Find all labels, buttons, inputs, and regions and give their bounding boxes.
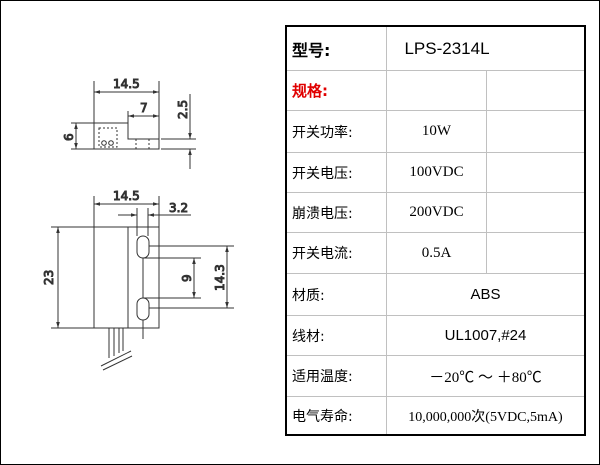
front-length-dim: 23 [42,270,56,285]
spec-row: 崩溃电压: 200VDC [287,192,584,232]
pin-circle [101,140,107,146]
top-view: 14.5 7 6 2.5 [62,77,196,169]
front-view-outline [93,226,160,329]
top-step-height-dim: 2.5 [176,100,190,119]
column-divider [486,193,487,232]
top-width-dim: 14.5 [113,77,140,91]
spec-label: 开关电流: [292,246,353,262]
spec-value: －20℃ ～ ＋80℃ [429,369,542,386]
pin-circle [108,140,114,146]
column-divider [486,71,487,110]
mounting-slot [136,297,150,321]
column-divider [386,397,387,434]
spec-value: 200VDC [409,204,464,220]
column-divider [386,356,387,396]
spec-value: 10,000,000次(5VDC,5mA) [408,409,563,425]
column-divider [486,111,487,152]
spec-value: ABS [470,286,501,303]
model-value: LPS-2314L [404,38,490,58]
spec-row: 适用温度: －20℃ ～ ＋80℃ [287,355,584,396]
spec-value: 100VDC [409,164,464,180]
slot-span-dim: 14.3 [213,264,227,291]
top-height-dim: 6 [62,133,76,141]
column-divider [386,27,387,70]
spec-table: 型号: LPS-2314L 规格: 开关功率: 10W 开关电压: 100VDC… [285,25,586,436]
spec-row: 开关电压: 100VDC [287,152,584,192]
column-divider [386,71,387,110]
technical-drawing: 14.5 7 6 2.5 14.5 3.2 23 [42,77,234,371]
top-step-dim: 7 [140,101,148,115]
column-divider [386,274,387,315]
spec-row-header: 规格: [287,70,584,110]
spec-label: 电气寿命: [292,408,353,425]
spec-value: UL1007,#24 [444,327,527,344]
column-divider [486,153,487,192]
spec-label: 线材: [292,328,325,345]
spec-row: 线材: UL1007,#24 [287,315,584,355]
mounting-slot [136,235,150,259]
column-divider [386,193,387,232]
magnet-pocket [98,127,118,148]
spec-label: 崩溃电压: [292,205,353,222]
spec-row: 开关电流: 0.5A [287,232,584,273]
front-width-dim: 14.5 [113,189,140,203]
spec-row: 电气寿命: 10,000,000次(5VDC,5mA) [287,396,584,434]
spec-row-model: 型号: LPS-2314L [287,27,584,70]
front-offset-dim: 3.2 [169,201,188,215]
column-divider [386,233,387,273]
model-label: 型号: [292,40,331,60]
spec-value: 10W [421,123,452,139]
spec-value: 0.5A [421,244,452,261]
spec-label: 开关电压: [292,165,353,182]
column-divider [386,316,387,355]
spec-row: 材质: ABS [287,273,584,315]
slot-gap-dim: 9 [180,274,194,282]
spec-label: 材质: [292,287,325,304]
column-divider [386,111,387,152]
column-divider [486,233,487,273]
spec-label: 适用温度: [292,369,353,385]
column-divider [386,153,387,192]
front-view: 14.5 3.2 23 9 14.3 [42,189,234,371]
spec-row: 开关功率: 10W [287,110,584,152]
spec-label: 开关功率: [292,124,353,141]
spec-header-label: 规格: [292,82,328,100]
lead-wires [100,328,133,371]
